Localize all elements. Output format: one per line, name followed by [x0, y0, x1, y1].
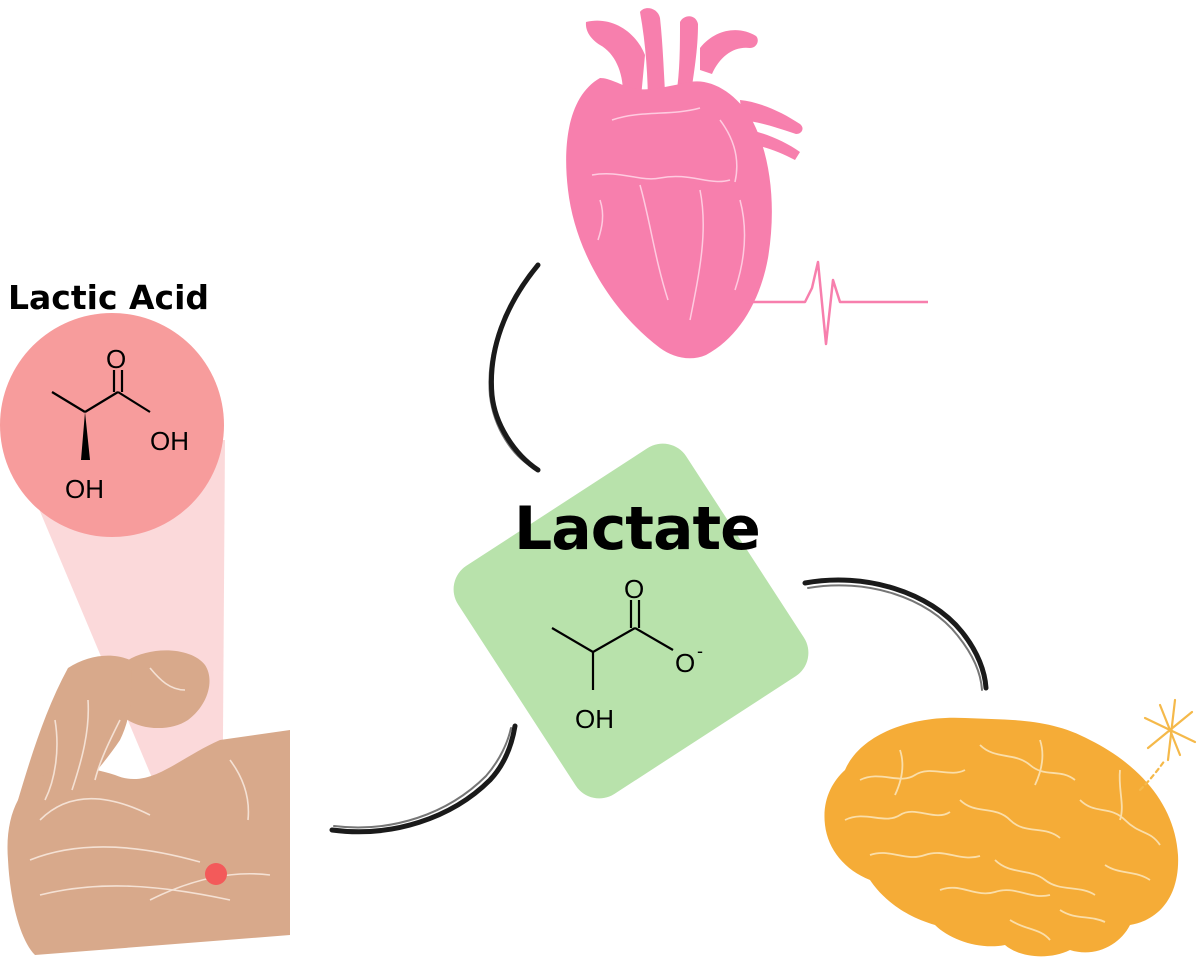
heartbeat-line-icon [745, 260, 928, 346]
wedge-bond [81, 412, 90, 460]
lactic-acid-circle [0, 313, 224, 537]
connector-heart-lactate [488, 262, 541, 473]
lactic-alpha-oh: OH [65, 474, 104, 504]
connector-muscle-lactate [329, 723, 518, 835]
lactic-carbonyl-o: O [106, 344, 126, 374]
muscle-marker-dot [205, 863, 227, 885]
lactate-alpha-oh: OH [575, 704, 614, 734]
lactic-acid-oh: OH [150, 426, 189, 456]
flexed-arm-icon [7, 650, 291, 955]
heart-icon [566, 8, 803, 359]
lactic-acid-structure [51, 370, 151, 413]
lactate-title: Lactate [514, 494, 761, 564]
lactate-carbonyl-o: O [624, 574, 644, 604]
connector-lactate-brain [802, 577, 989, 691]
lactate-carboxylate-o: O [675, 648, 695, 678]
lactic-acid-title: Lactic Acid [8, 278, 210, 317]
brain-icon [824, 717, 1179, 957]
spark-icon [1138, 698, 1197, 792]
lactate-charge: - [697, 641, 703, 661]
lactate-structure [551, 600, 674, 690]
